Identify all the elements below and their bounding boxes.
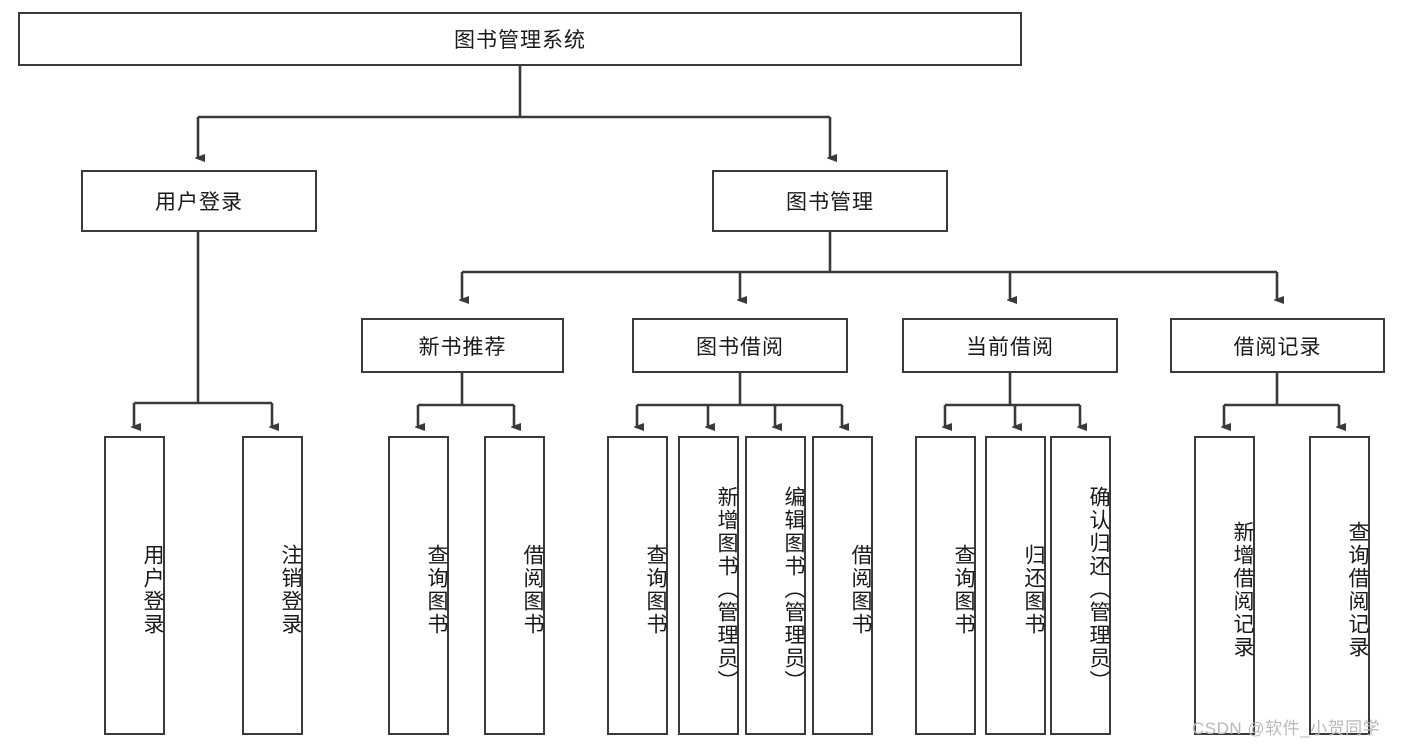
leaf-book-borrow-edit-book-admin[interactable]: 编辑图书（管理员） <box>745 436 806 735</box>
node-label: 图书管理系统 <box>454 29 586 52</box>
node-book-management[interactable]: 图书管理 <box>712 170 948 232</box>
leaf-borrow-record-add-record[interactable]: 新增借阅记录 <box>1194 436 1255 735</box>
node-current-borrow[interactable]: 当前借阅 <box>902 318 1118 373</box>
node-label: 借阅记录 <box>1233 335 1322 359</box>
node-root-book-management-system[interactable]: 图书管理系统 <box>18 12 1022 66</box>
leaf-book-borrow-query-book[interactable]: 查询图书 <box>607 436 668 735</box>
node-label: 编辑图书（管理员） <box>782 486 805 693</box>
node-label: 借阅图书 <box>849 543 872 636</box>
node-label: 查询图书 <box>952 543 975 636</box>
leaf-current-borrow-query-book[interactable]: 查询图书 <box>915 436 976 735</box>
node-label: 借阅图书 <box>521 543 544 636</box>
leaf-current-borrow-return-book[interactable]: 归还图书 <box>985 436 1046 735</box>
node-label: 注销登录 <box>279 543 302 636</box>
leaf-new-book-query-book[interactable]: 查询图书 <box>388 436 449 735</box>
node-book-borrow[interactable]: 图书借阅 <box>632 318 848 373</box>
leaf-current-borrow-confirm-return-admin[interactable]: 确认归还（管理员） <box>1050 436 1111 735</box>
node-label: 查询借阅记录 <box>1346 520 1369 659</box>
node-new-book-recommend[interactable]: 新书推荐 <box>361 318 564 373</box>
node-borrow-record[interactable]: 借阅记录 <box>1170 318 1385 373</box>
node-label: 新增图书（管理员） <box>715 486 738 693</box>
watermark-text: CSDN @软件_小贺同学 <box>1192 719 1381 738</box>
leaf-new-book-borrow-book[interactable]: 借阅图书 <box>484 436 545 735</box>
node-label: 新书推荐 <box>418 335 507 359</box>
leaf-borrow-record-query-record[interactable]: 查询借阅记录 <box>1309 436 1370 735</box>
node-label: 图书管理 <box>786 191 874 214</box>
node-label: 用户登录 <box>155 191 243 214</box>
leaf-book-borrow-borrow-book[interactable]: 借阅图书 <box>812 436 873 735</box>
leaf-user-login-login[interactable]: 用户登录 <box>104 436 165 735</box>
node-label: 当前借阅 <box>966 335 1054 359</box>
node-label: 查询图书 <box>425 543 448 636</box>
node-label: 归还图书 <box>1022 543 1045 636</box>
leaf-user-login-logout[interactable]: 注销登录 <box>242 436 303 735</box>
node-user-login[interactable]: 用户登录 <box>81 170 317 232</box>
node-label: 查询图书 <box>644 543 667 636</box>
leaf-book-borrow-add-book-admin[interactable]: 新增图书（管理员） <box>678 436 739 735</box>
node-label: 新增借阅记录 <box>1231 520 1254 659</box>
node-label: 图书借阅 <box>696 335 784 359</box>
node-label: 用户登录 <box>141 543 164 636</box>
node-label: 确认归还（管理员） <box>1087 486 1110 693</box>
